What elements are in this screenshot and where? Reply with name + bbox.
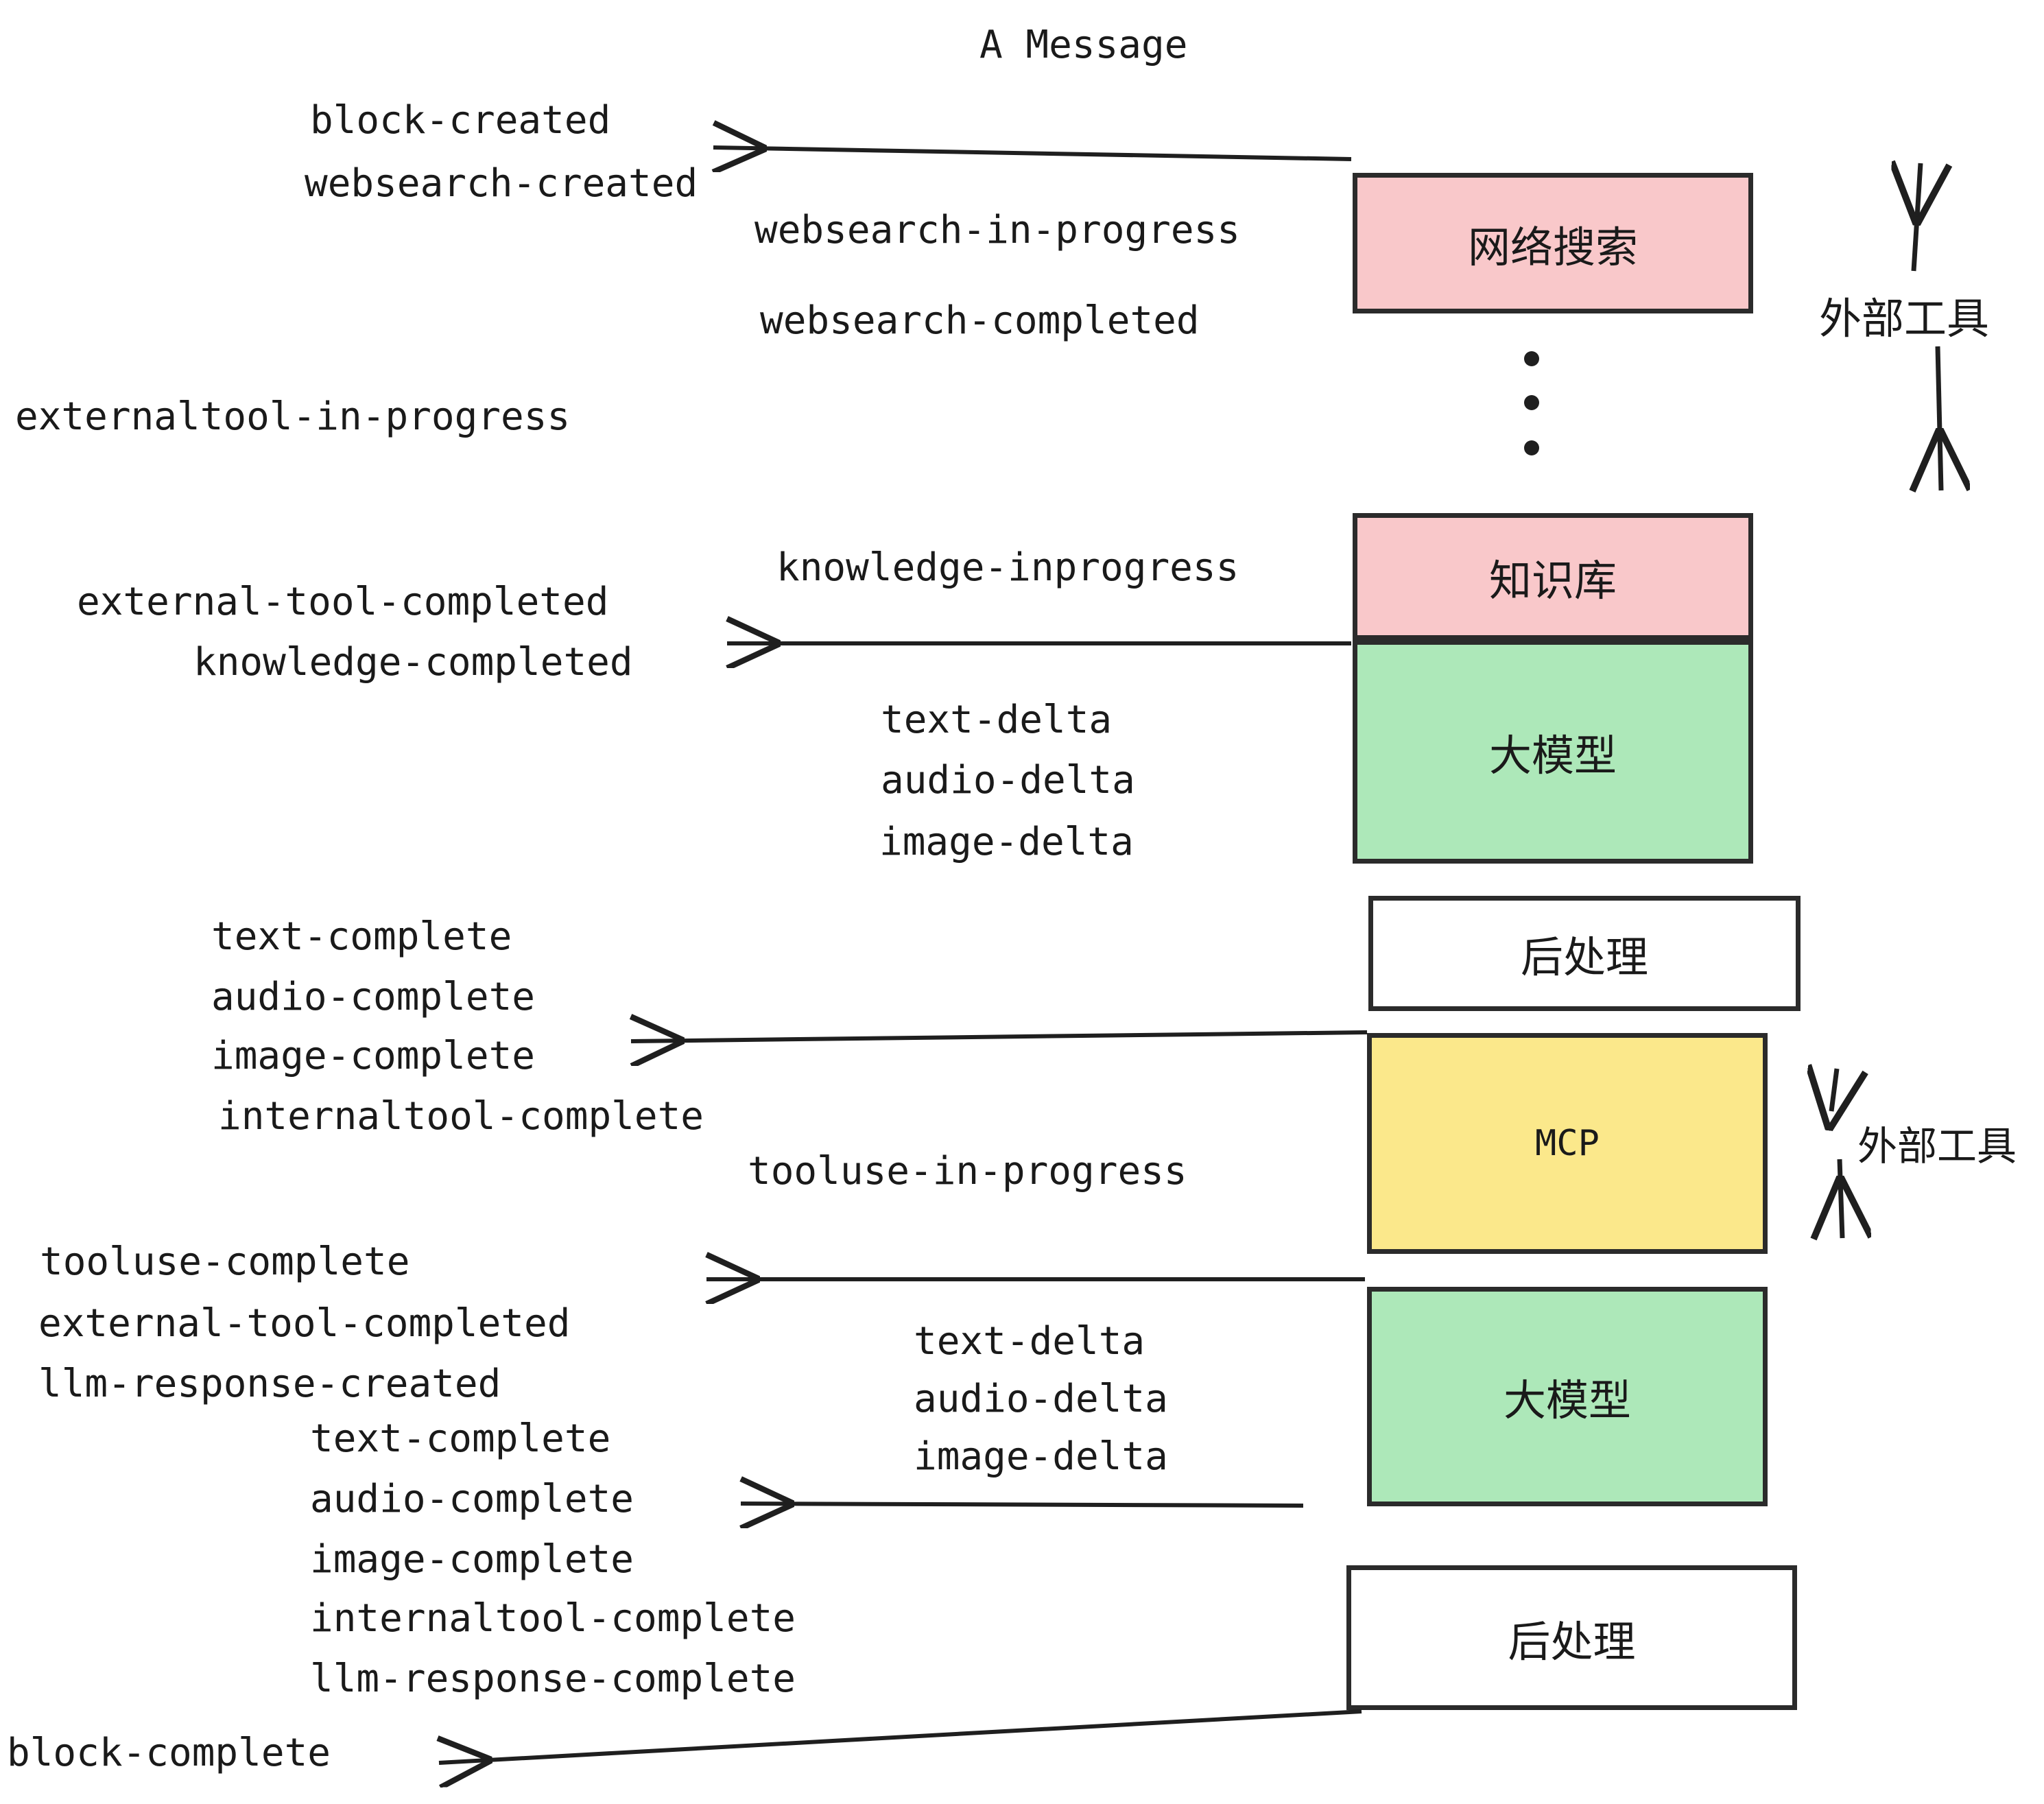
event-label-text-delta-2: text-delta xyxy=(914,1319,1145,1364)
event-label-llm-response-created: llm-response-created xyxy=(38,1362,501,1406)
event-label-audio-delta-1: audio-delta xyxy=(881,758,1135,803)
arrow-llm2-to-audio-complete xyxy=(741,1504,1304,1506)
event-label-external-tool-completed-2: external-tool-completed xyxy=(38,1301,571,1346)
diagram-title: A Message xyxy=(979,23,1188,67)
event-label-internaltool-complete-2: internaltool-complete xyxy=(310,1596,796,1641)
box-label-websearch: 网络搜索 xyxy=(1467,222,1638,272)
event-label-tooluse-in-progress: tooluse-in-progress xyxy=(748,1149,1187,1194)
arrow-external-tool-up-bottom xyxy=(1831,1069,1837,1111)
box-mcp[interactable]: MCP xyxy=(1367,1033,1768,1254)
event-label-text-complete-1: text-complete xyxy=(211,914,512,959)
box-postprocess-2[interactable]: 后处理 xyxy=(1346,1565,1797,1710)
arrow-postprocess2-to-block-complete xyxy=(439,1709,1362,1763)
ellipsis-dot-1 xyxy=(1524,351,1539,366)
arrow-websearch-to-block-created xyxy=(713,147,1352,159)
ellipsis-dot-3 xyxy=(1524,440,1539,455)
event-label-externaltool-in-progress: externaltool-in-progress xyxy=(15,394,571,439)
event-label-image-delta-2: image-delta xyxy=(914,1434,1168,1479)
event-label-audio-delta-2: audio-delta xyxy=(914,1377,1168,1421)
box-postprocess-1[interactable]: 后处理 xyxy=(1368,896,1801,1011)
event-label-block-created: block-created xyxy=(310,98,611,143)
box-websearch[interactable]: 网络搜索 xyxy=(1353,173,1753,313)
box-llm-1[interactable]: 大模型 xyxy=(1353,640,1753,864)
event-label-image-complete-2: image-complete xyxy=(310,1537,634,1582)
event-label-websearch-completed: websearch-completed xyxy=(760,298,1200,343)
event-label-text-delta-1: text-delta xyxy=(881,698,1113,742)
side-label-external-tool-bottom: 外部工具 xyxy=(1857,1123,2017,1170)
ellipsis-dot-2 xyxy=(1524,395,1539,410)
box-knowledge-base[interactable]: 知识库 xyxy=(1353,513,1753,640)
box-label-llm-1: 大模型 xyxy=(1488,731,1617,781)
side-label-external-tool-top: 外部工具 xyxy=(1819,294,1990,344)
arrow-external-tool-down-bottom xyxy=(1840,1159,1842,1238)
event-label-image-complete-1: image-complete xyxy=(211,1034,536,1078)
event-label-block-complete: block-complete xyxy=(7,1731,331,1775)
event-label-internaltool-complete-1: internaltool-complete xyxy=(218,1094,704,1139)
box-label-postprocess-1: 后处理 xyxy=(1520,932,1648,982)
event-label-tooluse-complete: tooluse-complete xyxy=(40,1239,410,1284)
event-label-audio-complete-2: audio-complete xyxy=(310,1477,634,1521)
box-label-knowledge-base: 知识库 xyxy=(1488,555,1617,606)
box-label-mcp: MCP xyxy=(1535,1123,1600,1164)
arrow-external-tool-down-top xyxy=(1938,346,1941,490)
event-label-knowledge-inprogress: knowledge-inprogress xyxy=(776,545,1239,590)
event-label-image-delta-1: image-delta xyxy=(879,820,1134,864)
event-label-websearch-created: websearch-created xyxy=(305,161,698,206)
box-label-postprocess-2: 后处理 xyxy=(1508,1616,1636,1667)
event-label-llm-response-complete: llm-response-complete xyxy=(310,1657,796,1701)
event-label-audio-complete-1: audio-complete xyxy=(211,975,536,1019)
event-label-websearch-in-progress: websearch-in-progress xyxy=(754,208,1241,252)
box-label-llm-2: 大模型 xyxy=(1503,1375,1631,1425)
event-label-text-complete-2: text-complete xyxy=(310,1416,611,1461)
arrow-postprocess1-to-image-complete xyxy=(631,1032,1368,1041)
event-label-external-tool-completed-1: external-tool-completed xyxy=(77,580,609,624)
event-label-knowledge-completed: knowledge-completed xyxy=(193,640,633,685)
arrow-external-tool-up-top xyxy=(1914,163,1921,272)
box-llm-2[interactable]: 大模型 xyxy=(1367,1287,1768,1506)
